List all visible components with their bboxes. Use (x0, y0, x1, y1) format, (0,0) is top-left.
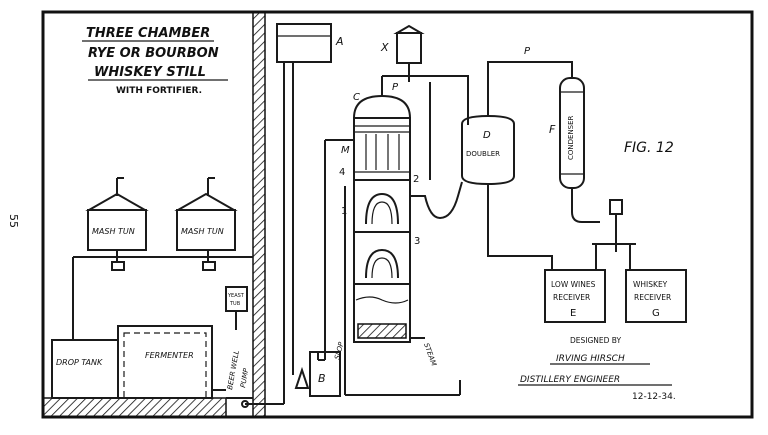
mash-tun-1-label: MASH TUN (92, 227, 135, 236)
doubler: D DOUBLER (461, 114, 515, 198)
label-b: B (318, 372, 326, 385)
low-wines-label-3: E (570, 308, 576, 319)
yeast-tub: YEAST TUB (225, 286, 248, 330)
label-3: 3 (414, 236, 420, 247)
label-c: C (353, 92, 360, 103)
designed-by: DESIGNED BY (570, 336, 622, 345)
mash-tun-1: MASH TUN (85, 177, 149, 271)
condenser-label: CONDENSER (567, 115, 575, 160)
title-line-3: WHISKEY STILL (94, 65, 206, 80)
low-wines-label-1: LOW WINES (551, 280, 596, 289)
doubler-label: DOUBLER (466, 150, 500, 158)
design-date: 12-12-34. (632, 392, 676, 402)
label-x: X (380, 41, 389, 54)
low-wines-label-2: RECEIVER (553, 293, 590, 302)
designer-role: DISTILLERY ENGINEER (520, 375, 620, 385)
diagram-frame (41, 10, 754, 419)
fermenter: FERMENTER (117, 325, 226, 399)
title-line-2: RYE OR BOURBON (88, 46, 219, 61)
tank-b: B (309, 351, 341, 397)
doubler-letter: D (483, 130, 491, 141)
still-column: C (353, 76, 411, 343)
title-block: THREE CHAMBER RYE OR BOURBON WHISKEY STI… (82, 26, 228, 96)
label-p2: P (524, 46, 531, 57)
whiskey-receiver: WHISKEY RECEIVER G (625, 269, 687, 323)
tank-a: A (276, 23, 344, 63)
slop-label: SLOP (333, 340, 346, 360)
mash-tun-2-label: MASH TUN (181, 227, 224, 236)
low-wines-receiver: LOW WINES RECEIVER E (544, 269, 606, 323)
drop-tank: DROP TANK (51, 339, 119, 399)
page-number: 55 (7, 214, 20, 228)
building-wall (252, 11, 266, 418)
label-2: 2 (413, 174, 419, 185)
whiskey-label-3: G (652, 308, 660, 319)
drop-tank-label: DROP TANK (56, 358, 103, 367)
credits-block: DESIGNED BY IRVING HIRSCH DISTILLERY ENG… (518, 336, 676, 402)
label-4: 4 (339, 167, 345, 178)
label-p1: P (392, 82, 399, 93)
figure-label: FIG. 12 (624, 140, 674, 156)
condenser: F CONDENSER (549, 77, 623, 252)
title-line-4: WITH FORTIFIER. (116, 86, 202, 96)
floor (42, 397, 227, 418)
designer-name: IRVING HIRSCH (556, 354, 625, 364)
pump-label: PUMP (239, 367, 250, 388)
yeast-tub-label-1: YEAST (227, 293, 245, 299)
whiskey-label-1: WHISKEY (633, 280, 668, 289)
label-m: M (341, 145, 350, 156)
steam-label: STEAM (422, 342, 438, 367)
whiskey-label-2: RECEIVER (634, 293, 671, 302)
label-a: A (335, 35, 344, 48)
fermenter-label: FERMENTER (145, 351, 194, 360)
vessel-x: X (380, 24, 425, 82)
condenser-letter: F (549, 123, 556, 136)
yeast-tub-label-2: TUB (229, 301, 241, 307)
title-line-1: THREE CHAMBER (86, 26, 210, 41)
